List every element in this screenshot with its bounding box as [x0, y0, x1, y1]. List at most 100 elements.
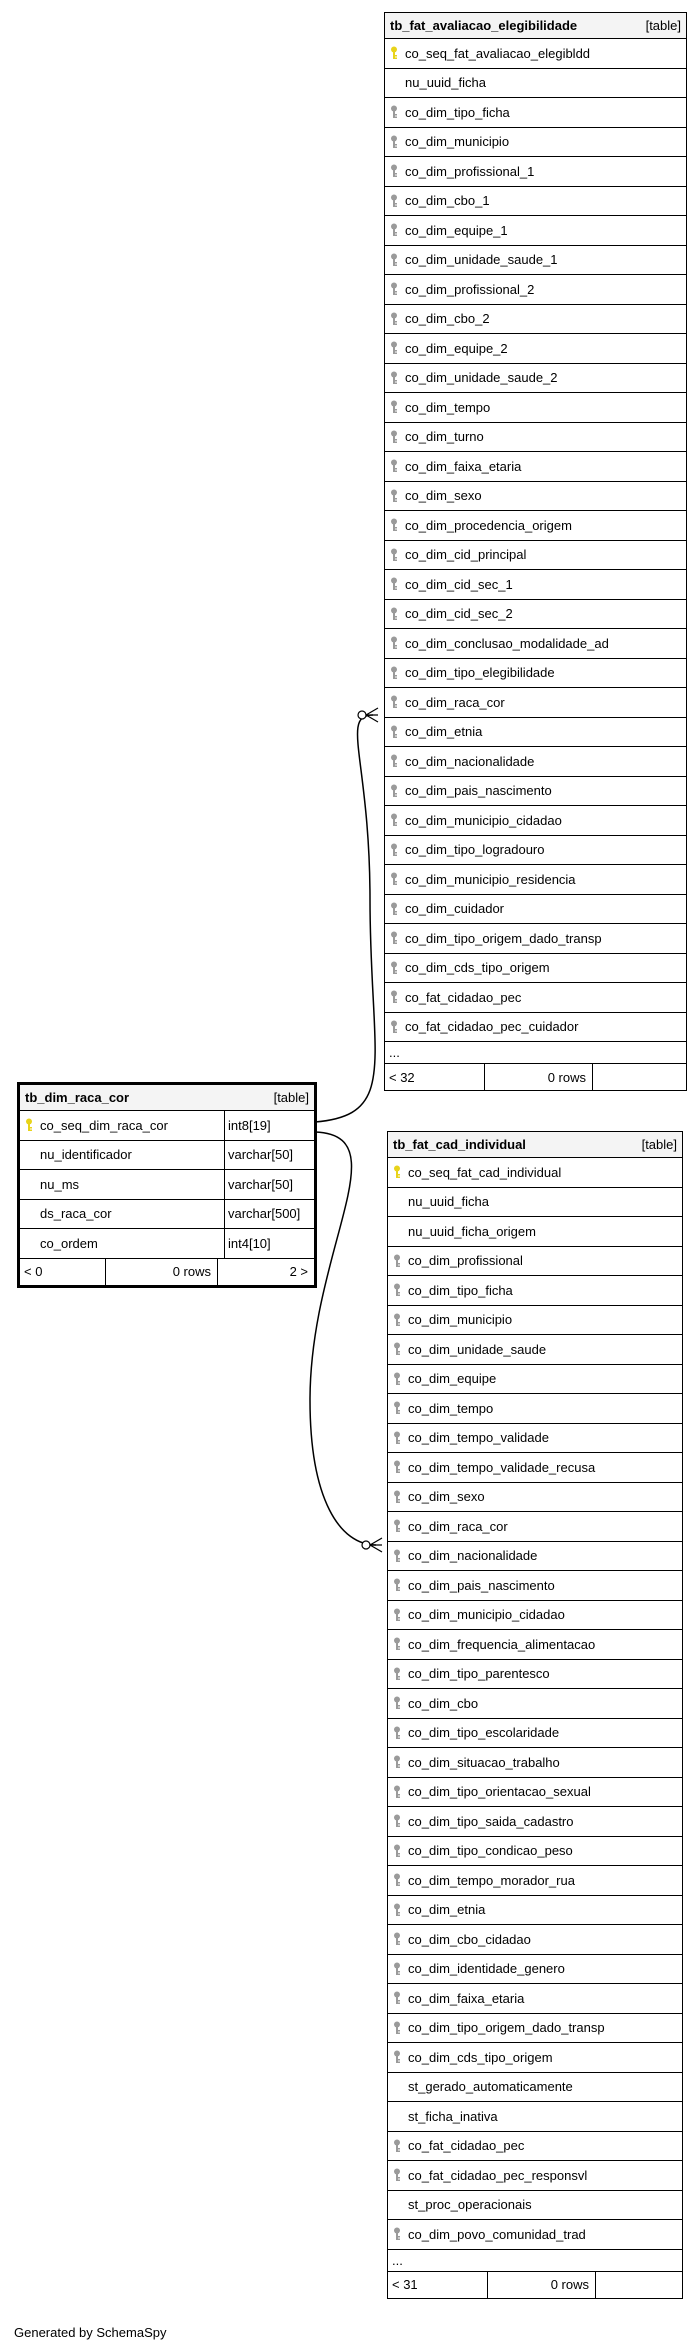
- column-row[interactable]: co_dim_tempo: [388, 1394, 682, 1424]
- column-row[interactable]: co_dim_profissional_2: [385, 275, 686, 305]
- column-row[interactable]: co_fat_cidadao_pec_cuidador: [385, 1013, 686, 1042]
- column-row[interactable]: co_dim_tempo_validade: [388, 1424, 682, 1453]
- column-row[interactable]: co_dim_sexo: [388, 1483, 682, 1512]
- column-row[interactable]: co_dim_conclusao_modalidade_ad: [385, 629, 686, 659]
- column-row[interactable]: co_dim_pais_nascimento: [385, 777, 686, 806]
- table-name[interactable]: tb_dim_raca_cor: [25, 1090, 130, 1105]
- column-row[interactable]: co_dim_raca_cor: [388, 1512, 682, 1542]
- column-name: co_dim_tempo_validade: [408, 1430, 549, 1446]
- column-row[interactable]: co_dim_raca_cor: [385, 688, 686, 718]
- column-row[interactable]: co_dim_cbo: [388, 1689, 682, 1719]
- column-row[interactable]: co_dim_tempo_validade_recusa: [388, 1453, 682, 1483]
- column-row[interactable]: co_dim_profissional: [388, 1247, 682, 1276]
- column-row[interactable]: co_dim_municipio: [385, 128, 686, 157]
- column-row[interactable]: co_dim_cbo_1: [385, 187, 686, 216]
- column-row[interactable]: nu_uuid_ficha: [385, 69, 686, 98]
- generated-by-label: Generated by SchemaSpy: [14, 2325, 167, 2340]
- column-name: co_dim_povo_comunidad_trad: [408, 2226, 586, 2242]
- more-columns-ellipsis: ...: [388, 2250, 682, 2272]
- column-row[interactable]: co_dim_pais_nascimento: [388, 1571, 682, 1601]
- column-name: co_dim_pais_nascimento: [408, 1577, 555, 1593]
- column-row[interactable]: co_dim_frequencia_alimentacao: [388, 1630, 682, 1660]
- column-row[interactable]: co_dim_povo_comunidad_trad: [388, 2220, 682, 2250]
- column-row[interactable]: co_dim_municipio_residencia: [385, 865, 686, 895]
- column-row[interactable]: co_dim_cbo_2: [385, 305, 686, 334]
- column-row[interactable]: co_ordem int4[10]: [20, 1229, 314, 1259]
- footer-parents-count[interactable]: [593, 1064, 686, 1090]
- column-row[interactable]: co_dim_municipio: [388, 1306, 682, 1335]
- column-row[interactable]: co_dim_profissional_1: [385, 157, 686, 187]
- table-name[interactable]: tb_fat_avaliacao_elegibilidade: [390, 18, 578, 33]
- column-row[interactable]: co_dim_tempo_morador_rua: [388, 1866, 682, 1896]
- column-row[interactable]: co_seq_fat_cad_individual: [388, 1158, 682, 1188]
- column-row[interactable]: co_dim_tipo_orientacao_sexual: [388, 1778, 682, 1807]
- column-row[interactable]: co_dim_nacionalidade: [388, 1542, 682, 1571]
- column-row[interactable]: co_dim_tipo_logradouro: [385, 836, 686, 865]
- column-row[interactable]: co_dim_tipo_condicao_peso: [388, 1837, 682, 1866]
- column-row[interactable]: co_dim_tipo_saida_cadastro: [388, 1807, 682, 1837]
- column-row[interactable]: co_dim_cds_tipo_origem: [385, 954, 686, 983]
- column-row[interactable]: co_dim_unidade_saude: [388, 1335, 682, 1365]
- fk-key-icon: [388, 1991, 406, 2005]
- column-row[interactable]: nu_uuid_ficha: [388, 1188, 682, 1217]
- column-row[interactable]: co_dim_etnia: [385, 718, 686, 747]
- fk-key-icon: [385, 695, 403, 709]
- column-row[interactable]: st_ficha_inativa: [388, 2102, 682, 2132]
- footer-parents-count[interactable]: [596, 2272, 682, 2298]
- column-row[interactable]: co_dim_municipio_cidadao: [385, 806, 686, 836]
- footer-children-count[interactable]: < 31: [388, 2271, 488, 2298]
- column-row[interactable]: nu_uuid_ficha_origem: [388, 1217, 682, 1247]
- column-row[interactable]: co_dim_identidade_genero: [388, 1955, 682, 1984]
- column-type: int4[10]: [224, 1229, 314, 1258]
- column-row[interactable]: co_dim_cuidador: [385, 895, 686, 924]
- table-fat-avaliacao-elegibilidade[interactable]: tb_fat_avaliacao_elegibilidade [table] c…: [384, 12, 687, 1091]
- column-row[interactable]: co_dim_tipo_escolaridade: [388, 1719, 682, 1748]
- column-row[interactable]: co_dim_sexo: [385, 482, 686, 511]
- column-row[interactable]: co_dim_tipo_origem_dado_transp: [388, 2014, 682, 2043]
- column-row[interactable]: co_fat_cidadao_pec: [385, 983, 686, 1013]
- column-row[interactable]: co_dim_tempo: [385, 393, 686, 423]
- column-row[interactable]: co_dim_cid_sec_1: [385, 570, 686, 600]
- column-row[interactable]: co_dim_etnia: [388, 1896, 682, 1925]
- column-row[interactable]: co_dim_tipo_ficha: [385, 98, 686, 128]
- column-row[interactable]: co_dim_equipe: [388, 1365, 682, 1394]
- column-row[interactable]: co_dim_nacionalidade: [385, 747, 686, 777]
- column-row[interactable]: co_fat_cidadao_pec_responsvl: [388, 2161, 682, 2191]
- column-row[interactable]: co_dim_unidade_saude_2: [385, 364, 686, 393]
- footer-children-count[interactable]: < 32: [385, 1064, 485, 1090]
- column-row[interactable]: co_seq_fat_avaliacao_elegibldd: [385, 39, 686, 69]
- column-row[interactable]: co_dim_tipo_ficha: [388, 1276, 682, 1306]
- column-row[interactable]: co_dim_situacao_trabalho: [388, 1748, 682, 1778]
- column-row[interactable]: st_proc_operacionais: [388, 2191, 682, 2220]
- column-row[interactable]: co_dim_tipo_elegibilidade: [385, 659, 686, 688]
- column-row[interactable]: co_dim_faixa_etaria: [385, 452, 686, 482]
- column-row[interactable]: co_dim_cid_sec_2: [385, 600, 686, 629]
- column-row[interactable]: co_dim_tipo_parentesco: [388, 1660, 682, 1689]
- column-row[interactable]: co_dim_municipio_cidadao: [388, 1601, 682, 1630]
- column-row[interactable]: co_dim_unidade_saude_1: [385, 246, 686, 275]
- column-row[interactable]: co_dim_equipe_1: [385, 216, 686, 246]
- column-row[interactable]: st_gerado_automaticamente: [388, 2073, 682, 2102]
- column-row[interactable]: co_dim_cbo_cidadao: [388, 1925, 682, 1955]
- column-row[interactable]: co_dim_tipo_origem_dado_transp: [385, 924, 686, 954]
- column-row[interactable]: co_dim_turno: [385, 423, 686, 452]
- column-row[interactable]: co_dim_equipe_2: [385, 334, 686, 364]
- column-row[interactable]: co_dim_faixa_etaria: [388, 1984, 682, 2014]
- fk-key-icon: [388, 1785, 406, 1799]
- footer-parents-count[interactable]: 2 >: [289, 1264, 308, 1279]
- column-name: nu_uuid_ficha_origem: [408, 1223, 536, 1239]
- column-row[interactable]: co_dim_cid_principal: [385, 541, 686, 570]
- table-name[interactable]: tb_fat_cad_individual: [393, 1137, 526, 1152]
- table-dim-raca-cor[interactable]: tb_dim_raca_cor [table] co_seq_dim_raca_…: [17, 1082, 317, 1288]
- footer-children-count[interactable]: < 0: [20, 1258, 106, 1285]
- column-row[interactable]: co_fat_cidadao_pec: [388, 2132, 682, 2161]
- column-name: co_ordem: [40, 1235, 98, 1251]
- column-row[interactable]: co_dim_procedencia_origem: [385, 511, 686, 541]
- column-row[interactable]: co_dim_cds_tipo_origem: [388, 2043, 682, 2073]
- table-fat-cad-individual[interactable]: tb_fat_cad_individual [table] co_seq_fat…: [387, 1131, 683, 2299]
- column-name: co_dim_identidade_genero: [408, 1961, 565, 1977]
